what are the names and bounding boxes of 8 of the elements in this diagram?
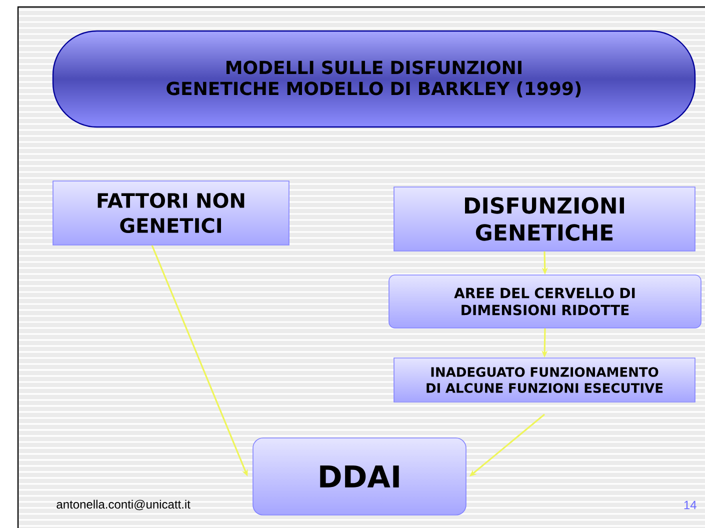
process-box: INADEGUATO FUNZIONAMENTO DI ALCUNE FUNZIONI ESECUTIVE xyxy=(394,358,696,402)
process-box: FATTORI NON GENETICI xyxy=(52,180,290,246)
page-number: 14 xyxy=(684,500,696,510)
process-box: DISFUNZIONI GENETICHE xyxy=(394,186,696,252)
process-box: DDAI xyxy=(252,438,466,516)
title-banner: MODELLI SULLE DISFUNZIONI GENETICHE MODELLO DI BARKLEY (1999) xyxy=(52,30,696,128)
email-address: antonella.conti@unicatt.it xyxy=(56,500,190,510)
process-box: AREE DEL CERVELLO DI DIMENSIONI RIDOTTE xyxy=(388,274,702,328)
